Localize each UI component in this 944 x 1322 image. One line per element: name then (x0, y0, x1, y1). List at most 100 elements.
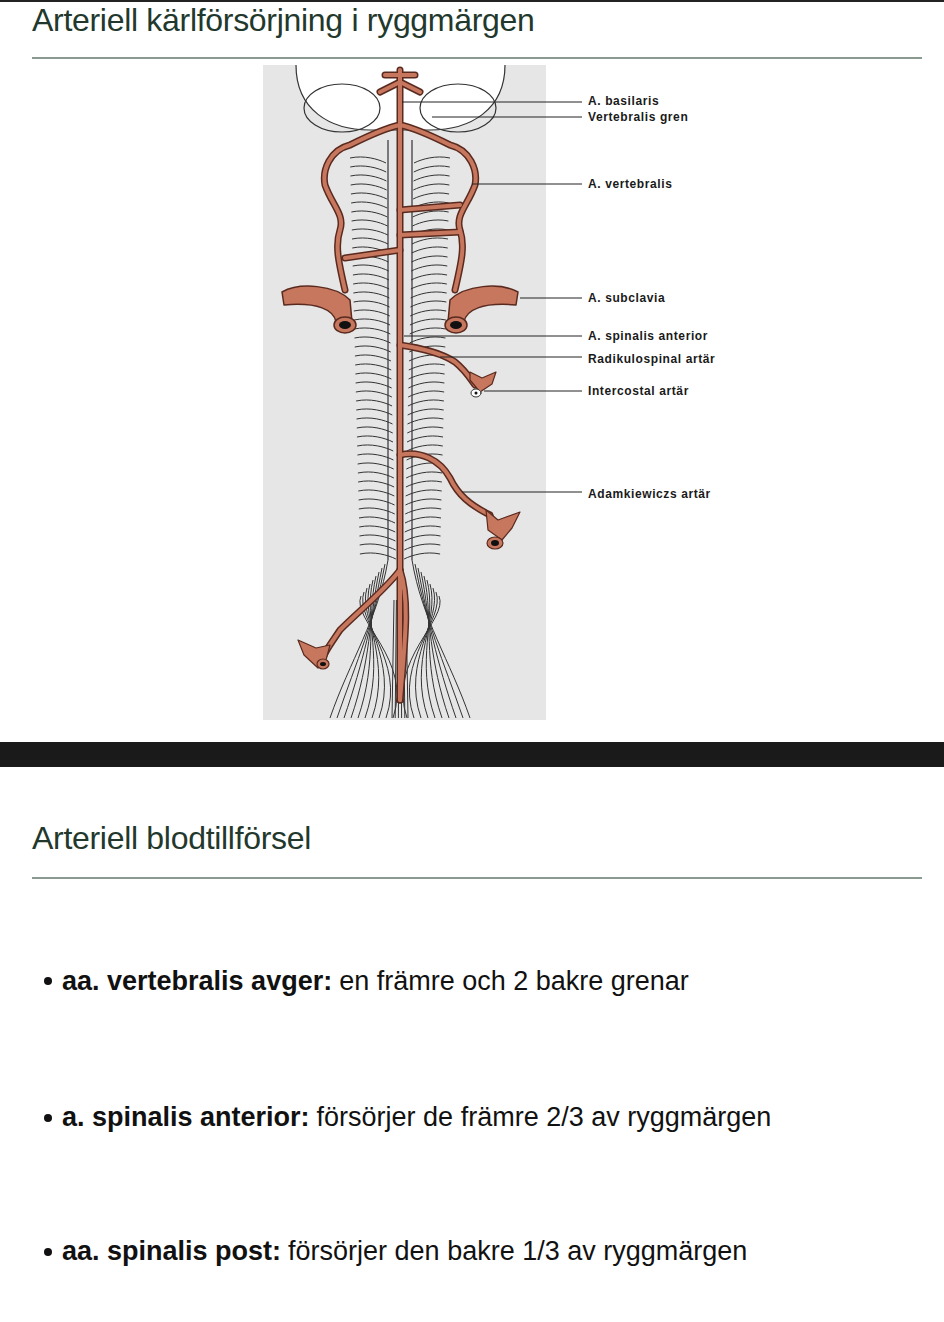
segment-stroke (414, 175, 450, 181)
segment-stroke (407, 418, 443, 424)
bullet-dot (44, 1114, 52, 1122)
segment-stroke (353, 274, 389, 280)
part-label: Adamkiewiczs artär (588, 487, 711, 501)
segment-stroke (409, 364, 445, 370)
segment-stroke (358, 490, 394, 496)
segment-stroke (410, 310, 446, 316)
segment-stroke (360, 553, 396, 559)
segment-stroke (351, 184, 387, 190)
segment-stroke (405, 535, 441, 541)
segment-stroke (357, 418, 393, 424)
segment-stroke (411, 283, 447, 289)
part-label: A. vertebralis (588, 177, 672, 191)
segment-stroke (421, 572, 449, 718)
segment-stroke (412, 220, 448, 226)
segment-stroke (355, 337, 391, 343)
segment-stroke (412, 560, 470, 718)
segment-stroke (395, 600, 396, 718)
segment-stroke (410, 319, 446, 325)
segment-stroke (405, 499, 441, 505)
segment-stroke (408, 400, 444, 406)
segment-stroke (359, 499, 395, 505)
segment-stroke (356, 391, 392, 397)
part-label: Vertebralis gren (588, 110, 688, 124)
segment-stroke (421, 584, 432, 718)
title-rule (32, 877, 922, 879)
segment-stroke (411, 265, 447, 271)
segment-stroke (359, 517, 395, 523)
segment-stroke (412, 238, 448, 244)
segment-stroke (351, 211, 387, 217)
bullet-text: försörjer de främre 2/3 av ryggmärgen (317, 1102, 772, 1133)
bullet-dot (44, 977, 52, 985)
segment-stroke (350, 157, 386, 163)
segment-stroke (406, 490, 442, 496)
bullet-term: aa. spinalis post: (62, 1236, 281, 1267)
segment-stroke (353, 292, 389, 298)
segment-stroke (407, 427, 443, 433)
segment-stroke (350, 175, 386, 181)
segment-stroke (408, 391, 444, 397)
segment-stroke (360, 596, 397, 718)
segment-stroke (355, 346, 391, 352)
segment-stroke (353, 265, 389, 271)
segment-stroke (350, 166, 386, 172)
segment-stroke (352, 238, 388, 244)
segment-stroke (410, 301, 446, 307)
segment-stroke (405, 517, 441, 523)
segment-stroke (354, 328, 390, 334)
segment-stroke (359, 508, 395, 514)
cerebellum-right (420, 84, 496, 132)
segment-stroke (352, 220, 388, 226)
segment-stroke (412, 247, 448, 253)
segment-stroke (410, 337, 446, 343)
segment-stroke (354, 310, 390, 316)
segment-stroke (404, 544, 440, 550)
bullet-text: en främre och 2 bakre grenar (339, 966, 689, 997)
slide-divider (0, 742, 944, 767)
cerebellum-left (304, 84, 380, 132)
segment-stroke (413, 184, 449, 190)
segment-stroke (413, 193, 449, 199)
part-label: Radikulospinal artär (588, 352, 715, 366)
segment-stroke (406, 481, 442, 487)
segment-stroke (411, 292, 447, 298)
segment-stroke (414, 157, 450, 163)
arteries (282, 70, 520, 700)
segment-stroke (352, 229, 388, 235)
segment-stroke (359, 535, 395, 541)
segment-stroke (353, 283, 389, 289)
segment-stroke (356, 400, 392, 406)
slide-title: Arteriell blodtillförsel (32, 820, 311, 857)
segment-stroke (405, 526, 441, 532)
bullet-text: försörjer den bakre 1/3 av ryggmärgen (288, 1236, 747, 1267)
segment-stroke (356, 409, 392, 415)
segment-stroke (356, 382, 392, 388)
bullet-dot (44, 1248, 52, 1256)
segment-stroke (360, 544, 396, 550)
segment-stroke (426, 580, 435, 718)
part-label: Intercostal artär (588, 384, 689, 398)
segment-stroke (411, 274, 447, 280)
segment-stroke (408, 409, 444, 415)
segment-stroke (359, 526, 395, 532)
segment-stroke (404, 553, 440, 559)
segment-stroke (330, 560, 388, 718)
segment-stroke (351, 202, 387, 208)
segment-stroke (354, 319, 390, 325)
segment-stroke (405, 508, 441, 514)
figure-ground (263, 65, 546, 720)
bullet-term: a. spinalis anterior: (62, 1102, 310, 1133)
segment-stroke (414, 166, 450, 172)
segment-stroke (354, 301, 390, 307)
slide-title: Arteriell kärlförsörjning i ryggmärgen (32, 2, 535, 39)
title-rule (32, 57, 922, 59)
bullet-term: aa. vertebralis avger: (62, 966, 332, 997)
part-label: A. spinalis anterior (588, 329, 708, 343)
segment-stroke (351, 193, 387, 199)
part-label: A. subclavia (588, 291, 665, 305)
segment-stroke (355, 364, 391, 370)
segment-stroke (355, 355, 391, 361)
segment-stroke (409, 373, 445, 379)
segment-stroke (416, 588, 435, 718)
